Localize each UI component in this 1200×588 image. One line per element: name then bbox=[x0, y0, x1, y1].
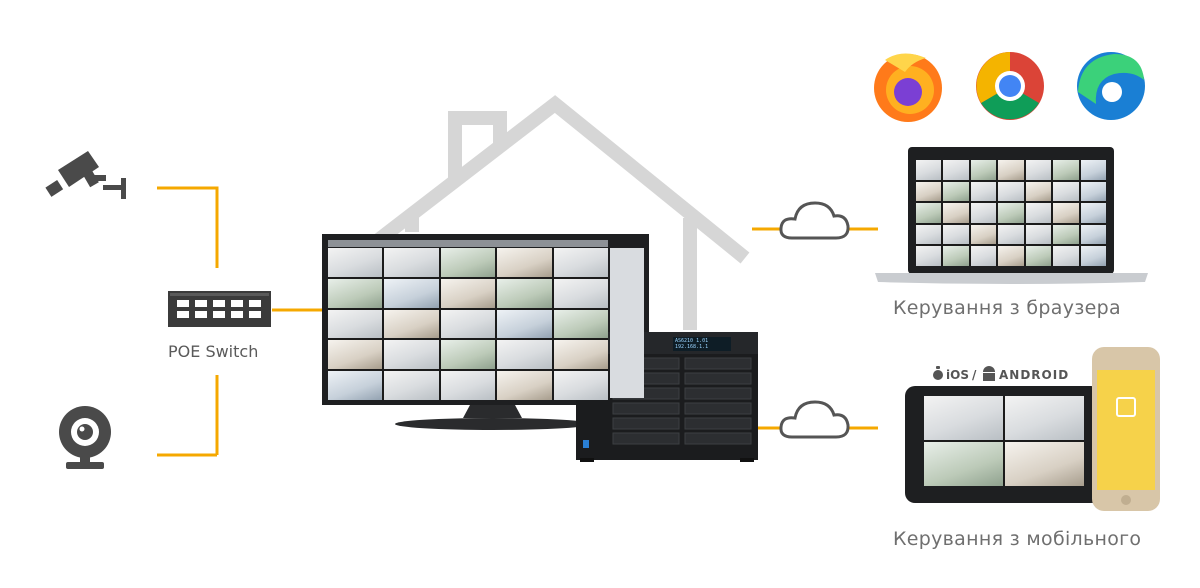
nas-display-line1: AS6210 1.01 bbox=[675, 338, 709, 344]
monitor-screen bbox=[328, 240, 608, 400]
webcam-icon bbox=[59, 406, 111, 469]
edge-icon bbox=[1077, 52, 1145, 120]
tablet-camera-grid bbox=[924, 396, 1084, 486]
ios-label: iOS bbox=[946, 368, 969, 382]
os-separator: / bbox=[972, 368, 977, 382]
camera-grid bbox=[328, 248, 608, 400]
house-icon bbox=[350, 95, 750, 330]
monitor-control-panel bbox=[610, 248, 644, 398]
browser-caption: Керування з браузера bbox=[893, 297, 1121, 319]
poe-switch-ports bbox=[177, 300, 261, 318]
firefox-icon bbox=[874, 53, 942, 122]
cloud-icon bbox=[779, 201, 850, 240]
mobile-caption: Керування з мобільного bbox=[893, 528, 1142, 550]
nas-display: AS6210 1.01 192.168.1.1 bbox=[675, 338, 731, 350]
android-icon bbox=[983, 366, 995, 381]
cloud-icon bbox=[779, 400, 850, 439]
phone bbox=[1092, 347, 1160, 511]
left-connectors bbox=[157, 186, 322, 457]
cctv-camera-icon bbox=[45, 151, 126, 199]
apple-icon bbox=[933, 366, 943, 380]
nas-display-line2: 192.168.1.1 bbox=[675, 344, 709, 350]
laptop-camera-grid bbox=[916, 160, 1106, 266]
android-label: ANDROID bbox=[999, 368, 1070, 382]
poe-switch-device bbox=[168, 291, 271, 327]
poe-switch-label: POE Switch bbox=[168, 342, 259, 361]
chrome-icon bbox=[976, 52, 1044, 120]
right-connectors bbox=[752, 227, 878, 430]
